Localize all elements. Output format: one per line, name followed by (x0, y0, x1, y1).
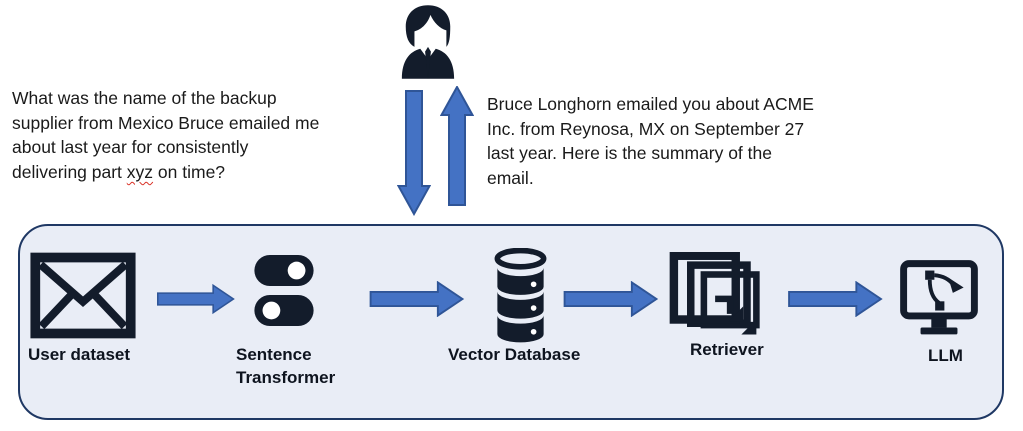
stacked-frames-icon (669, 252, 760, 335)
flow-arrow-icon (788, 281, 883, 317)
stage-label-sentence-transformer: Sentence Transformer (236, 345, 336, 387)
envelope-icon (30, 252, 136, 339)
stage-label-retriever: Retriever (690, 340, 764, 359)
question-line: What was the name of the backup (12, 88, 277, 108)
assistant-answer-text: Bruce Longhorn emailed you about ACME In… (487, 92, 849, 190)
businesswoman-icon (401, 5, 455, 79)
misspelled-word: xyz (126, 161, 154, 182)
question-line: about last year for consistently (12, 137, 249, 158)
monitor-bezier-icon (900, 260, 978, 335)
flow-arrow-icon (369, 281, 465, 317)
flow-arrow-icon (157, 283, 235, 315)
answer-line: Inc. from Reynosa, MX on September 27 (487, 118, 805, 139)
question-line-text: on time? (153, 161, 226, 182)
flow-arrow-icon (563, 281, 659, 317)
question-line: delivering part xyz on time? (12, 160, 386, 185)
answer-line: email. (487, 167, 534, 188)
toggle-switches-icon (254, 254, 314, 327)
response-up-arrow-icon (440, 86, 474, 206)
database-icon (494, 248, 547, 343)
user-question-text: What was the name of the backup supplier… (12, 86, 386, 184)
stage-label-vector-database: Vector Database (448, 345, 581, 364)
stage-label-llm: LLM (928, 346, 963, 365)
query-down-arrow-icon (397, 90, 431, 216)
question-line-text: delivering part (12, 161, 127, 182)
rag-pipeline-panel (18, 224, 1004, 420)
question-line: supplier from Mexico Bruce emailed me (12, 112, 320, 133)
stage-label-user-dataset: User dataset (28, 345, 131, 364)
answer-line: last year. Here is the summary of the (487, 143, 772, 164)
answer-line: Bruce Longhorn emailed you about ACME (487, 94, 814, 114)
